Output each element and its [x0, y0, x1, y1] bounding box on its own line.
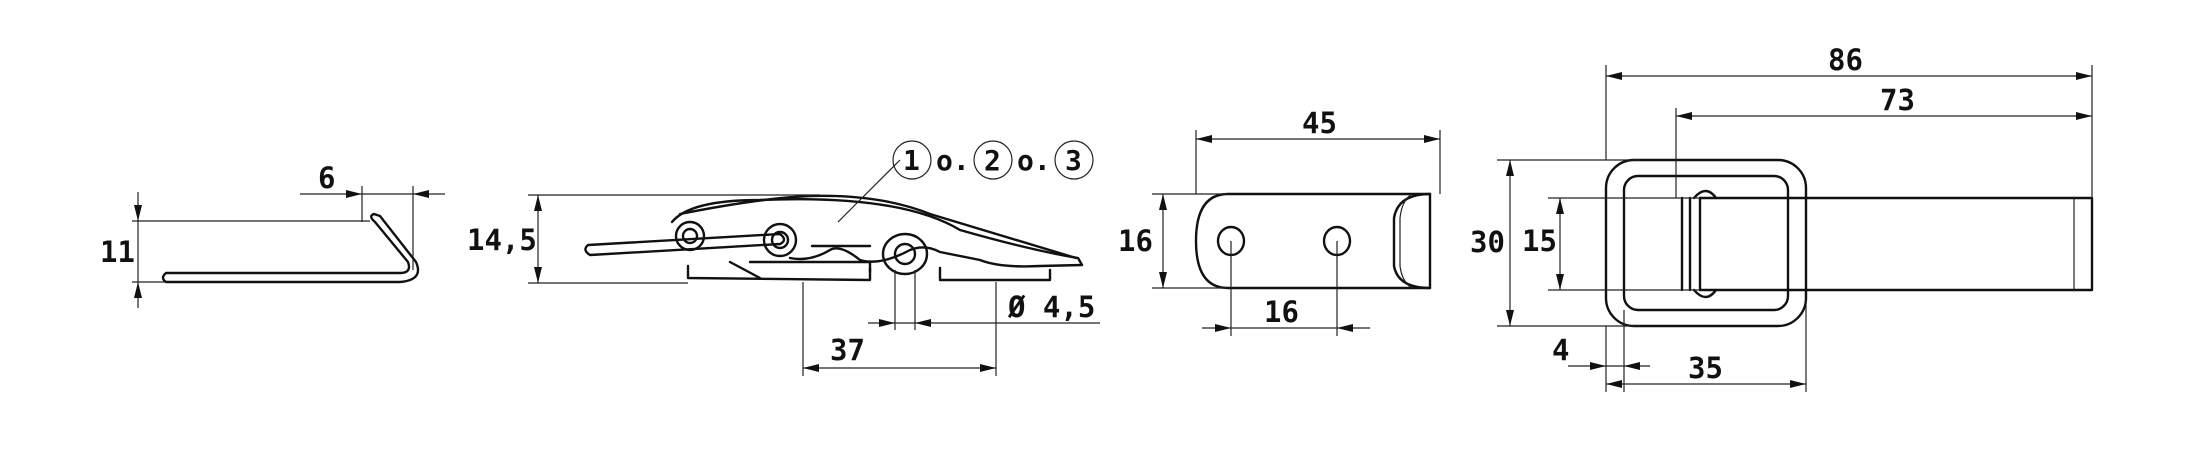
dim-length-37: 37 — [830, 333, 865, 367]
dim-loop-width-35: 35 — [1688, 351, 1723, 385]
dim-overall-length-86: 86 — [1828, 43, 1863, 77]
dim-height-11: 11 — [100, 235, 135, 269]
variant-2-circle — [973, 140, 1013, 180]
loop-outer — [1604, 158, 1808, 328]
pivot-ring-middle — [762, 222, 798, 258]
dim-width-45: 45 — [1302, 106, 1337, 140]
variant-separator-2: o. — [1017, 144, 1051, 177]
dim-height-16: 16 — [1118, 224, 1153, 258]
dim-hole-spacing-16: 16 — [1264, 295, 1299, 329]
lever-top-edge — [678, 194, 1078, 260]
variant-3-circle — [1054, 140, 1094, 180]
hook-outline — [161, 212, 420, 284]
dim-inner-length-73: 73 — [1880, 83, 1915, 117]
variant-1-circle — [892, 140, 932, 180]
latch-side-view: 14,5 37 Ø 4,5 1 o. 2 o. 3 — [467, 140, 1100, 376]
hook-side-view: 11 6 — [100, 161, 445, 308]
variant-3-label: 3 — [1065, 144, 1082, 177]
callout-leader — [837, 159, 901, 223]
base-plate-bend — [1392, 192, 1432, 290]
dim-inner-height-15: 15 — [1522, 224, 1557, 258]
base-plate-outline — [1194, 192, 1432, 290]
dim-outer-height-30: 30 — [1470, 225, 1505, 259]
latch-base-plate — [686, 264, 1052, 282]
variant-separator-1: o. — [936, 144, 970, 177]
dim-hole-diameter: Ø 4,5 — [1007, 290, 1095, 324]
strap-hinge — [1680, 196, 1702, 292]
dim-width-6: 6 — [318, 161, 335, 195]
latch-top-view: 86 73 30 15 4 35 — [1470, 43, 2094, 392]
dim-height-14-5: 14,5 — [467, 223, 537, 257]
dim-offset-4: 4 — [1552, 333, 1569, 367]
lever-outline — [670, 197, 1084, 268]
loop-inner — [1622, 174, 1790, 312]
pivot-ring-right — [881, 232, 929, 276]
variant-1-label: 1 — [903, 144, 920, 177]
variant-2-label: 2 — [984, 144, 1001, 177]
pivot-ring-left — [674, 220, 706, 252]
base-plate-view: 45 16 16 — [1118, 106, 1441, 336]
handle-rod — [584, 232, 786, 257]
strap-outline — [1698, 196, 2094, 292]
